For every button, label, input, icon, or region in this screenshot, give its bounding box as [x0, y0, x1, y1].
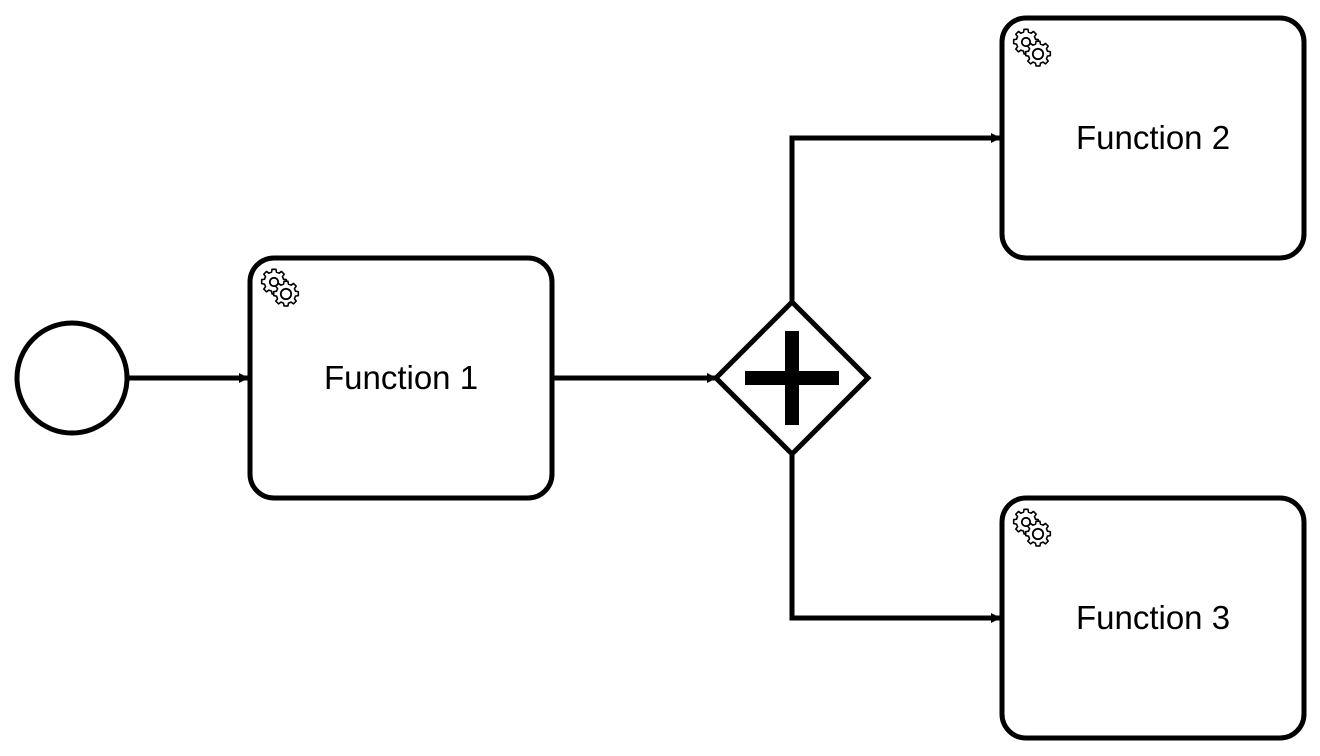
task-function-2[interactable]: Function 2 [999, 15, 1307, 261]
start-event[interactable] [14, 320, 130, 436]
parallel-gateway[interactable] [712, 298, 872, 458]
flow-gateway-to-function-2[interactable] [789, 133, 1001, 302]
plus-icon [745, 331, 839, 425]
task-function-1[interactable]: Function 1 [247, 255, 555, 501]
task-function-3[interactable]: Function 3 [999, 495, 1307, 741]
sequence-flows [128, 133, 1001, 623]
task-label: Function 3 [1076, 599, 1230, 636]
task-label: Function 1 [324, 359, 478, 396]
task-label: Function 2 [1076, 119, 1230, 156]
flow-gateway-to-function-3[interactable] [789, 454, 1001, 623]
